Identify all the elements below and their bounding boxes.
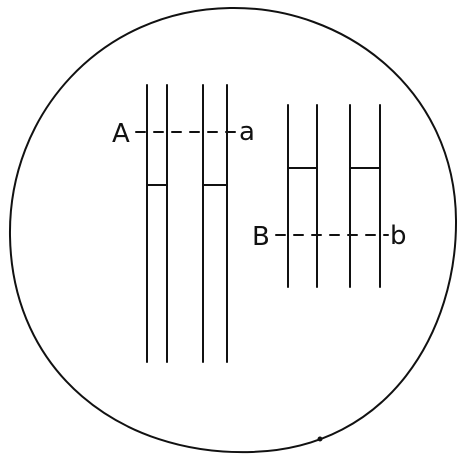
label-A: A	[112, 119, 130, 149]
label-b: b	[390, 221, 407, 251]
chromosome-1-right	[203, 85, 227, 362]
label-a: a	[239, 117, 255, 147]
chromosome-pair-2	[276, 105, 388, 287]
outline-mark	[319, 438, 322, 441]
chromosome-pair-1	[136, 85, 238, 362]
chromosome-1-left	[147, 85, 167, 362]
chromosome-2-left	[288, 105, 317, 287]
label-B: B	[252, 222, 270, 252]
chromosome-2-right	[350, 105, 380, 287]
